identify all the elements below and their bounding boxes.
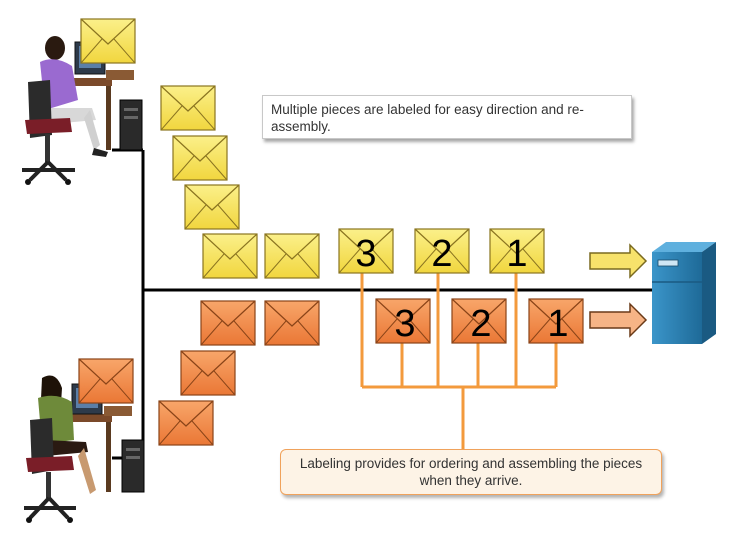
yellow-envelopes: 3 2 1 <box>80 18 545 279</box>
envelope-icon <box>172 135 228 181</box>
callout-labeled-pieces: Multiple pieces are labeled for easy dir… <box>262 95 632 139</box>
envelope-icon <box>200 300 256 346</box>
orange-label-1: 1 <box>547 303 568 345</box>
orange-label-3: 3 <box>394 303 415 345</box>
orange-envelopes: 3 2 1 <box>78 298 584 446</box>
label-bracket <box>360 270 558 449</box>
envelope-icon <box>180 350 236 396</box>
callout-ordering: Labeling provides for ordering and assem… <box>280 449 662 495</box>
yellow-label-3: 3 <box>355 233 376 275</box>
envelope-icon <box>264 300 320 346</box>
arrow-icon-yellow <box>589 243 648 279</box>
server-icon <box>652 242 716 344</box>
orange-label-2: 2 <box>470 303 491 345</box>
envelope-icon <box>80 18 136 64</box>
envelope-icon <box>160 85 216 131</box>
envelope-icon <box>264 233 320 279</box>
person-at-computer-bottom <box>24 375 145 523</box>
envelope-icon <box>78 358 134 404</box>
yellow-label-2: 2 <box>431 233 452 275</box>
arrow-icon-orange <box>589 302 648 338</box>
yellow-label-1: 1 <box>506 233 527 275</box>
envelope-icon <box>202 233 258 279</box>
envelope-icon <box>184 184 240 230</box>
envelope-icon <box>158 400 214 446</box>
